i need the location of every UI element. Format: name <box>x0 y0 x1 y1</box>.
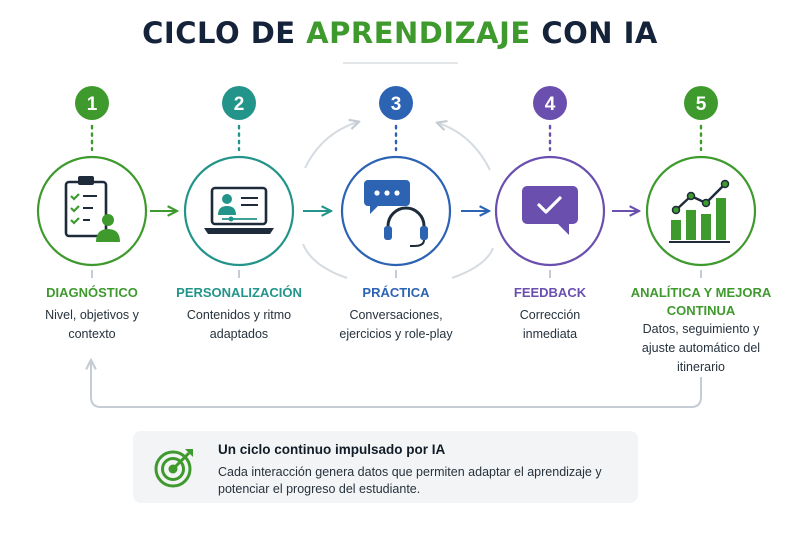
chat-headset-icon <box>364 180 428 247</box>
step-2-number-badge <box>222 86 256 120</box>
title-highlight: APRENDIZAJE <box>306 16 531 50</box>
step-1-number: 1 <box>87 94 98 115</box>
step-5: 5 <box>645 86 757 278</box>
laptop-profile-icon <box>204 186 274 234</box>
step-2: 2 <box>183 86 295 278</box>
step-1-label: DIAGNÓSTICO <box>46 285 138 300</box>
step-1: 1 <box>36 86 148 278</box>
step-3-label: PRÁCTICA <box>362 285 430 300</box>
step-4: 4 <box>494 86 606 278</box>
loop-arrow-bottom-left <box>302 243 348 279</box>
step-5-number: 5 <box>696 94 707 115</box>
title-part1: CICLO DE <box>142 16 307 50</box>
step-3-number-badge <box>379 86 413 120</box>
message-check-icon <box>522 186 578 235</box>
step-3: 3 <box>340 86 452 278</box>
return-loop-arrow <box>91 361 702 408</box>
step-3-description: Conversaciones, ejercicios y role-play <box>339 308 453 341</box>
step-4-label: FEEDBACK <box>513 285 587 300</box>
step-3-number: 3 <box>391 94 402 115</box>
callout-text: Cada interacción genera datos que permit… <box>218 465 602 496</box>
step-5-circle <box>645 155 757 267</box>
step-5-label: ANALÍTICA Y MEJORA CONTINUA <box>630 285 772 318</box>
step-4-number-badge <box>533 86 567 120</box>
step-4-description: Corrección inmediata <box>519 308 581 341</box>
callout-title: Un ciclo continuo impulsado por IA <box>218 442 446 457</box>
step-2-label: PERSONALIZACIÓN <box>176 285 302 300</box>
step-1-number-badge <box>75 86 109 120</box>
growth-chart-icon <box>669 179 730 243</box>
step-5-description: Datos, seguimiento y ajuste automático d… <box>641 322 761 374</box>
step-2-number: 2 <box>234 94 245 115</box>
clipboard-user-icon <box>64 176 120 242</box>
title-part2: CON IA <box>530 16 658 50</box>
title-divider <box>343 62 458 64</box>
loop-arrow-top-right <box>438 123 491 171</box>
step-4-number: 4 <box>545 94 556 115</box>
page-title: CICLO DE APRENDIZAJE CON IA <box>0 16 800 50</box>
loop-arrow-bottom-right <box>451 247 494 279</box>
step-1-description: Nivel, objetivos y contexto <box>45 308 139 341</box>
target-icon <box>154 449 193 488</box>
loop-arrow-top-left <box>304 122 358 169</box>
step-5-number-badge <box>684 86 718 120</box>
summary-callout: Un ciclo continuo impulsado por IA Cada … <box>133 431 638 503</box>
step-2-description: Contenidos y ritmo adaptados <box>186 308 292 341</box>
